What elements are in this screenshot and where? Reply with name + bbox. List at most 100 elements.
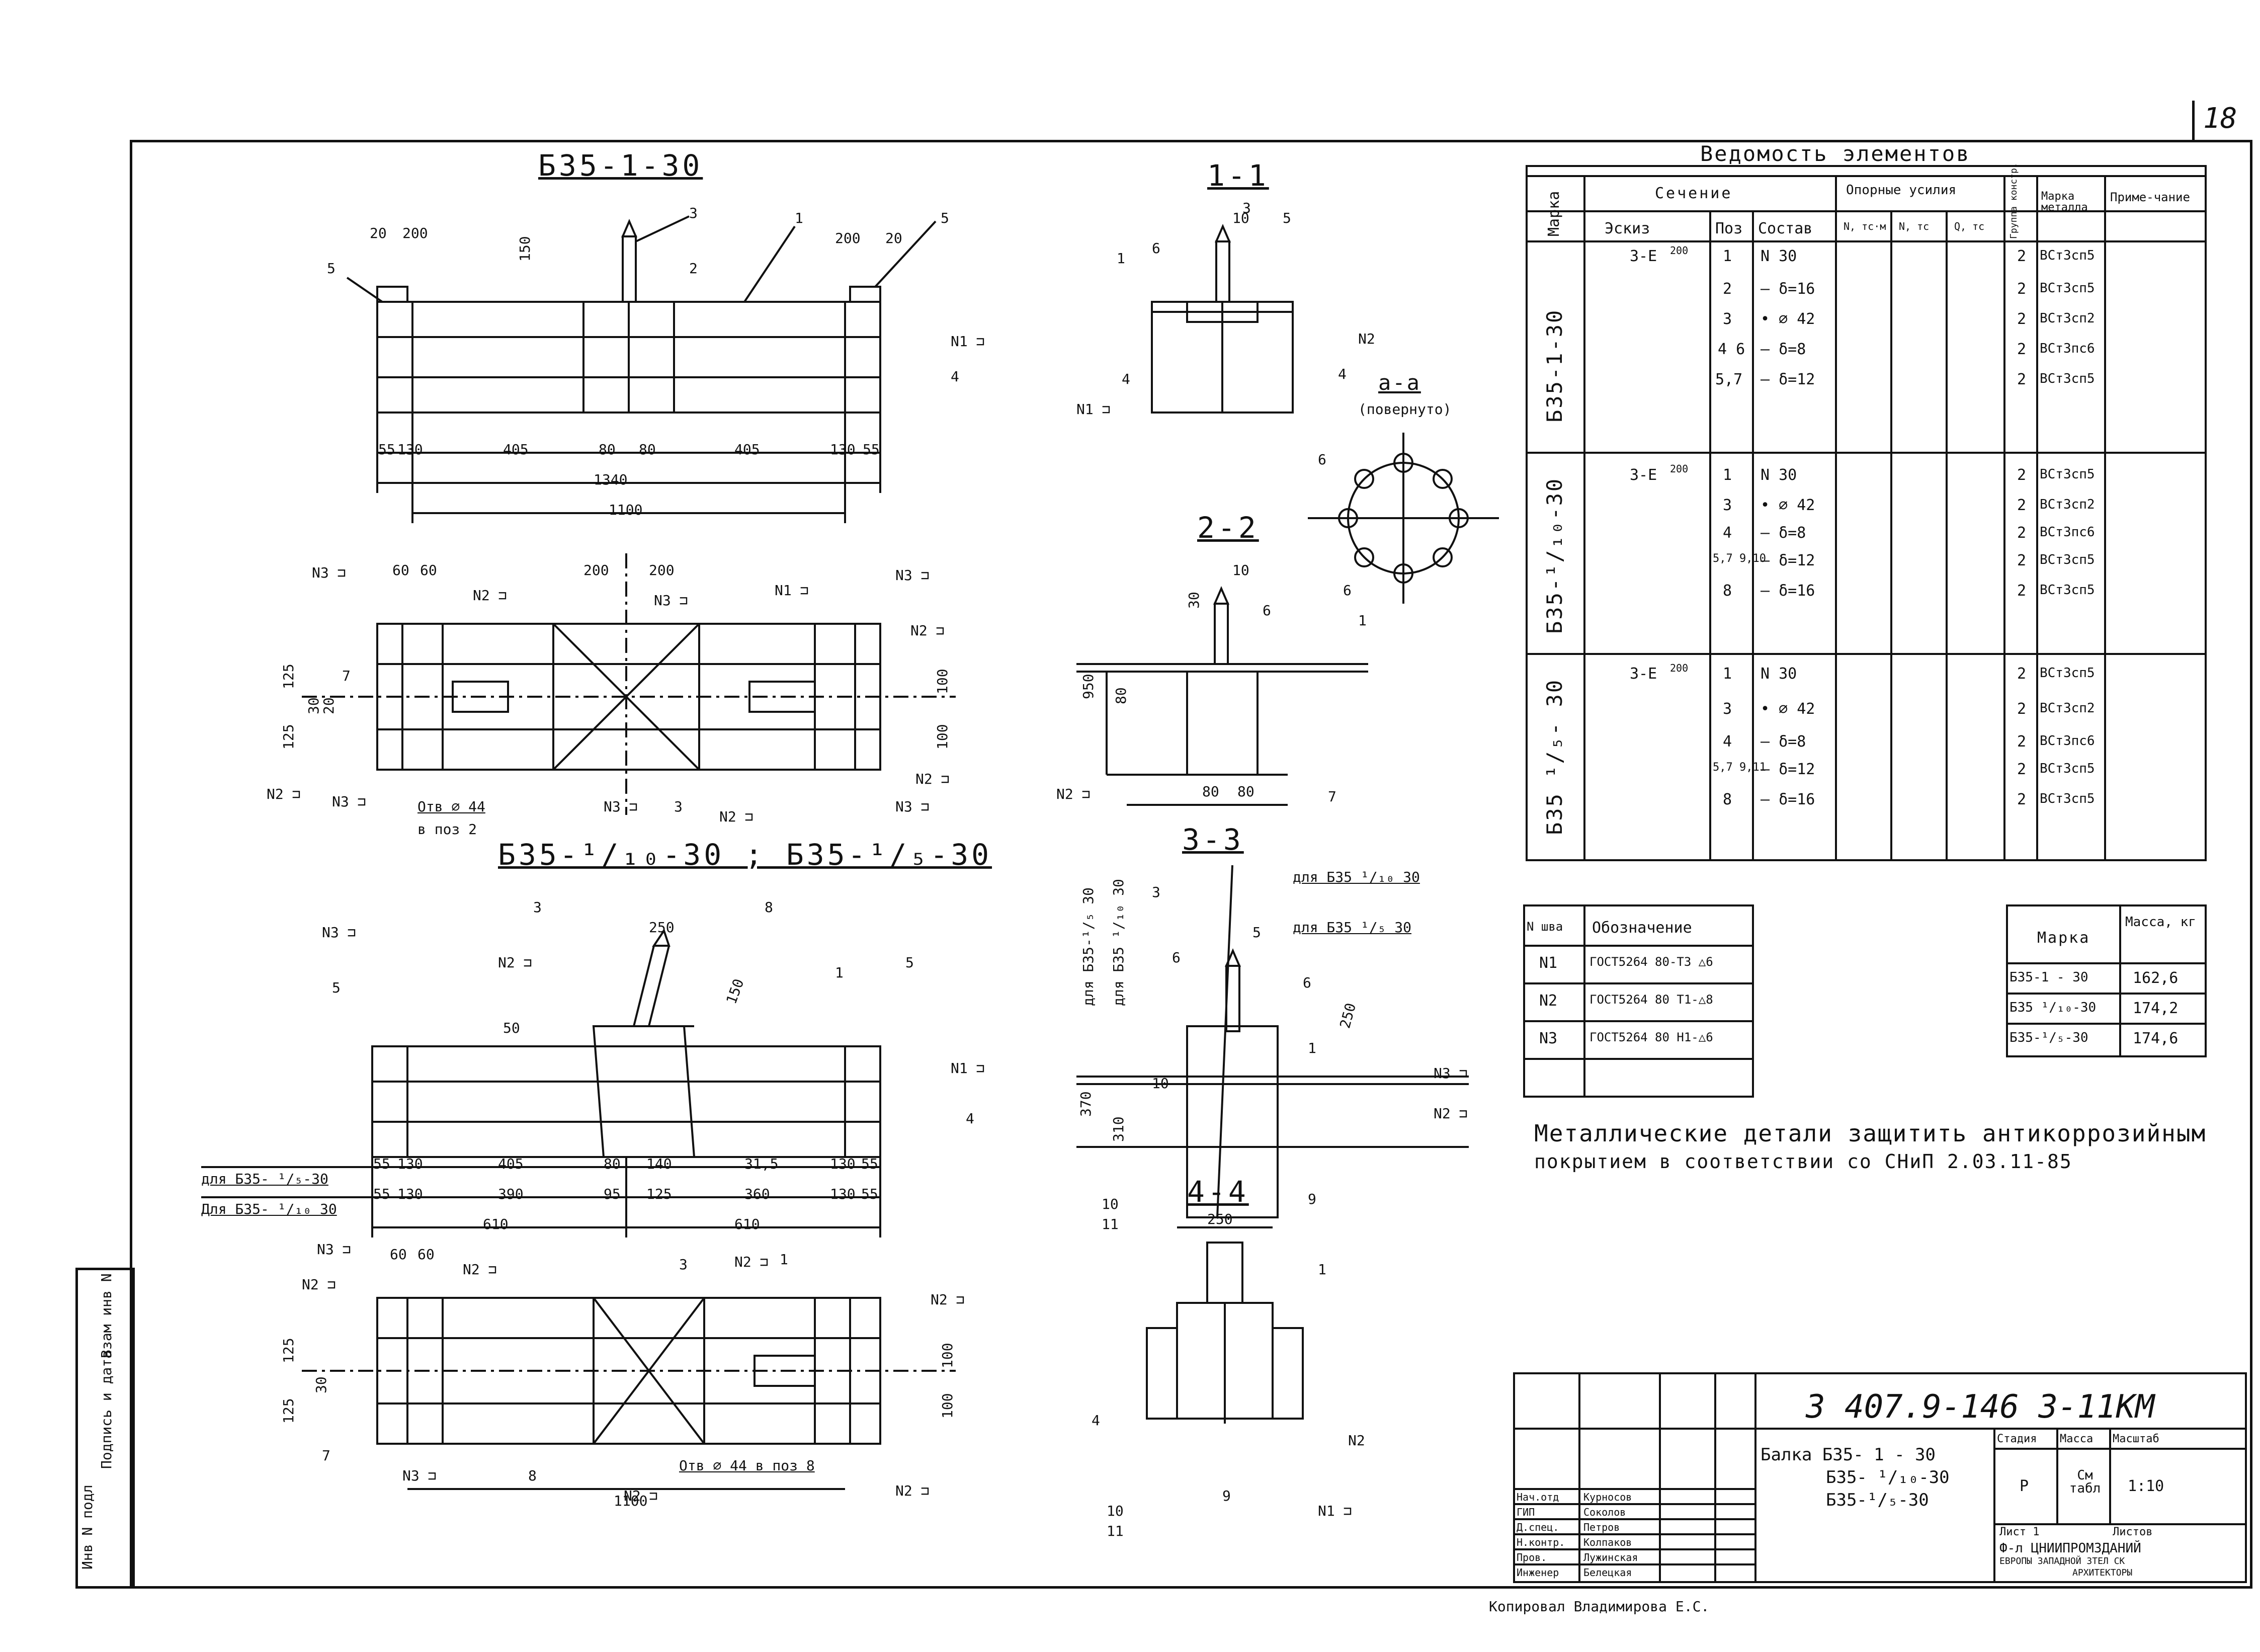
dim: 390 (498, 1186, 524, 1202)
role-6: Инженер (1517, 1566, 1559, 1579)
dim: 610 (483, 1216, 509, 1232)
mark-pos: 5 (332, 979, 341, 996)
dim: 31,5 (744, 1155, 779, 1172)
weld-mark: N3 ⊐ (317, 1241, 351, 1258)
mark-pos: 7 (322, 1447, 330, 1464)
g3-r4-comp: — δ=12 (1761, 761, 1815, 778)
dim: 55 (373, 1155, 390, 1172)
mark-pos: 3 (1152, 884, 1160, 900)
weld-mark: N2 ⊐ (1434, 1105, 1468, 1122)
dim: 55 (861, 1155, 878, 1172)
mark-pos: 1 (1318, 1261, 1326, 1278)
g2-r5-comp: — δ=16 (1761, 582, 1815, 600)
mark-pos: 4 (1122, 371, 1130, 387)
mark-pos: 1 (1308, 1040, 1316, 1056)
scale-header: Масштаб (2113, 1433, 2159, 1445)
row-label-1: для Б35- ¹/₅-30 (201, 1171, 328, 1187)
mass-th-mark: Марка (2037, 929, 2090, 947)
g2-r2-grp: 2 (2017, 497, 2027, 514)
weld-mark: N2 ⊐ (719, 808, 754, 825)
vert-label-b: для Б35 ¹/₁₀ 30 (1110, 879, 1127, 1006)
weld-mark: N3 ⊐ (895, 567, 930, 584)
weld-mark: N1 ⊐ (951, 333, 985, 350)
dim: 80 (1237, 783, 1254, 800)
mass-r3-mark: Б35-¹/₅-30 (2010, 1030, 2088, 1045)
g1-r3-steel: ВСт3сп2 (2040, 311, 2095, 326)
mass-r1-mass: 162,6 (2133, 969, 2179, 987)
sheet-frame (130, 140, 2252, 1589)
g1-r5-comp: — δ=12 (1761, 371, 1815, 388)
g1-r1-steel: ВСт3сп5 (2040, 248, 2095, 263)
dim: 125 (280, 724, 297, 750)
section-title-2-2: 2-2 (1197, 511, 1259, 545)
mark-pos: 6 (1303, 974, 1311, 991)
weld-mark: N2 (1358, 331, 1375, 347)
th-pos: Поз (1715, 220, 1743, 237)
dim: 1100 (609, 502, 643, 518)
dim: 60 (420, 562, 437, 579)
mark-pos: 4 (1338, 366, 1347, 382)
dim: 20 (885, 230, 902, 246)
g2-r5-pos: 8 (1723, 582, 1732, 600)
stage-header: Стадия (1997, 1433, 2037, 1445)
section-title-1-1: 1-1 (1207, 158, 1269, 193)
g1-r4-comp: — δ=8 (1761, 341, 1806, 358)
copied-by: Копировал Владимирова Е.С. (1489, 1598, 1710, 1615)
mark-pos: 7 (342, 668, 351, 684)
dim: 55 (378, 441, 395, 458)
dim: 405 (734, 441, 760, 458)
weld-th-desig: Обозначение (1592, 919, 1692, 937)
note-line-2: покрытием в соответствии со СНиП 2.03.11… (1534, 1150, 2072, 1173)
mark-pos: 5 (1252, 924, 1261, 941)
g3-r3-pos: 4 (1723, 733, 1732, 751)
weld-mark: N3 ⊐ (332, 793, 366, 810)
th-sketch: Эскиз (1605, 220, 1650, 237)
dim: 30 (1186, 592, 1202, 609)
g2-r3-comp: — δ=8 (1761, 524, 1806, 542)
dim: 125 (646, 1186, 672, 1202)
dim: 10 (1232, 210, 1249, 226)
dim: 100 (939, 1393, 956, 1419)
g2-r4-grp: 2 (2017, 552, 2027, 569)
g1-r4-grp: 2 (2017, 341, 2027, 358)
weld-mark: N2 ⊐ (931, 1291, 965, 1308)
name-1: Курносов (1583, 1491, 1632, 1503)
g1-sketch-dim: 200 (1670, 244, 1689, 257)
dim: 20 (320, 697, 337, 714)
mark-pos: 3 (533, 899, 542, 916)
g3-r2-steel: ВСт3сп2 (2040, 701, 2095, 716)
dim: 20 (370, 225, 387, 241)
dim: 140 (646, 1155, 672, 1172)
weld-r1-no: N1 (1539, 954, 1558, 972)
doc-code: 3 407.9-146 3-11КМ (1806, 1388, 2155, 1426)
sheet-number: 18 (2203, 102, 2237, 135)
th-mark: Марка (1545, 191, 1563, 236)
dim: 30 (305, 697, 322, 714)
mark-pos: 6 (1343, 582, 1352, 599)
dim: 125 (280, 1398, 297, 1424)
mass-th-mass: Масса, кг (2125, 915, 2196, 930)
dim: 100 (939, 1343, 956, 1368)
weld-mark: N3 ⊐ (1434, 1065, 1468, 1082)
mark-pos: 5 (941, 210, 949, 226)
dim: 55 (863, 441, 880, 458)
g2-r5-steel: ВСт3сп5 (2040, 583, 2095, 598)
mark-pos: 2 (689, 260, 698, 277)
g1-r1-grp: 2 (2017, 247, 2027, 265)
mark-pos: 3 (674, 798, 683, 815)
dim: 125 (280, 664, 297, 689)
role-4: Н.контр. (1517, 1536, 1565, 1548)
weld-mark: N3 ⊐ (895, 798, 930, 815)
weld-mark: N1 ⊐ (951, 1060, 985, 1077)
org-1: Ф-л ЦНИИПРОМЗДАНИЙ (1999, 1541, 2141, 1556)
g1-r1-pos: 1 (1723, 247, 1732, 265)
mark-pos: 4 (1092, 1412, 1100, 1429)
dim: 60 (390, 1246, 407, 1263)
g1-r3-pos: 3 (1723, 310, 1732, 328)
side-stamp (75, 1268, 135, 1589)
g1-r2-grp: 2 (2017, 280, 2027, 298)
g1-r3-comp: • ∅ 42 (1761, 310, 1815, 328)
mark-pos: 4 (951, 368, 959, 385)
th-note: Приме-чание (2110, 190, 2190, 204)
weld-mark: N2 ⊐ (302, 1276, 336, 1293)
